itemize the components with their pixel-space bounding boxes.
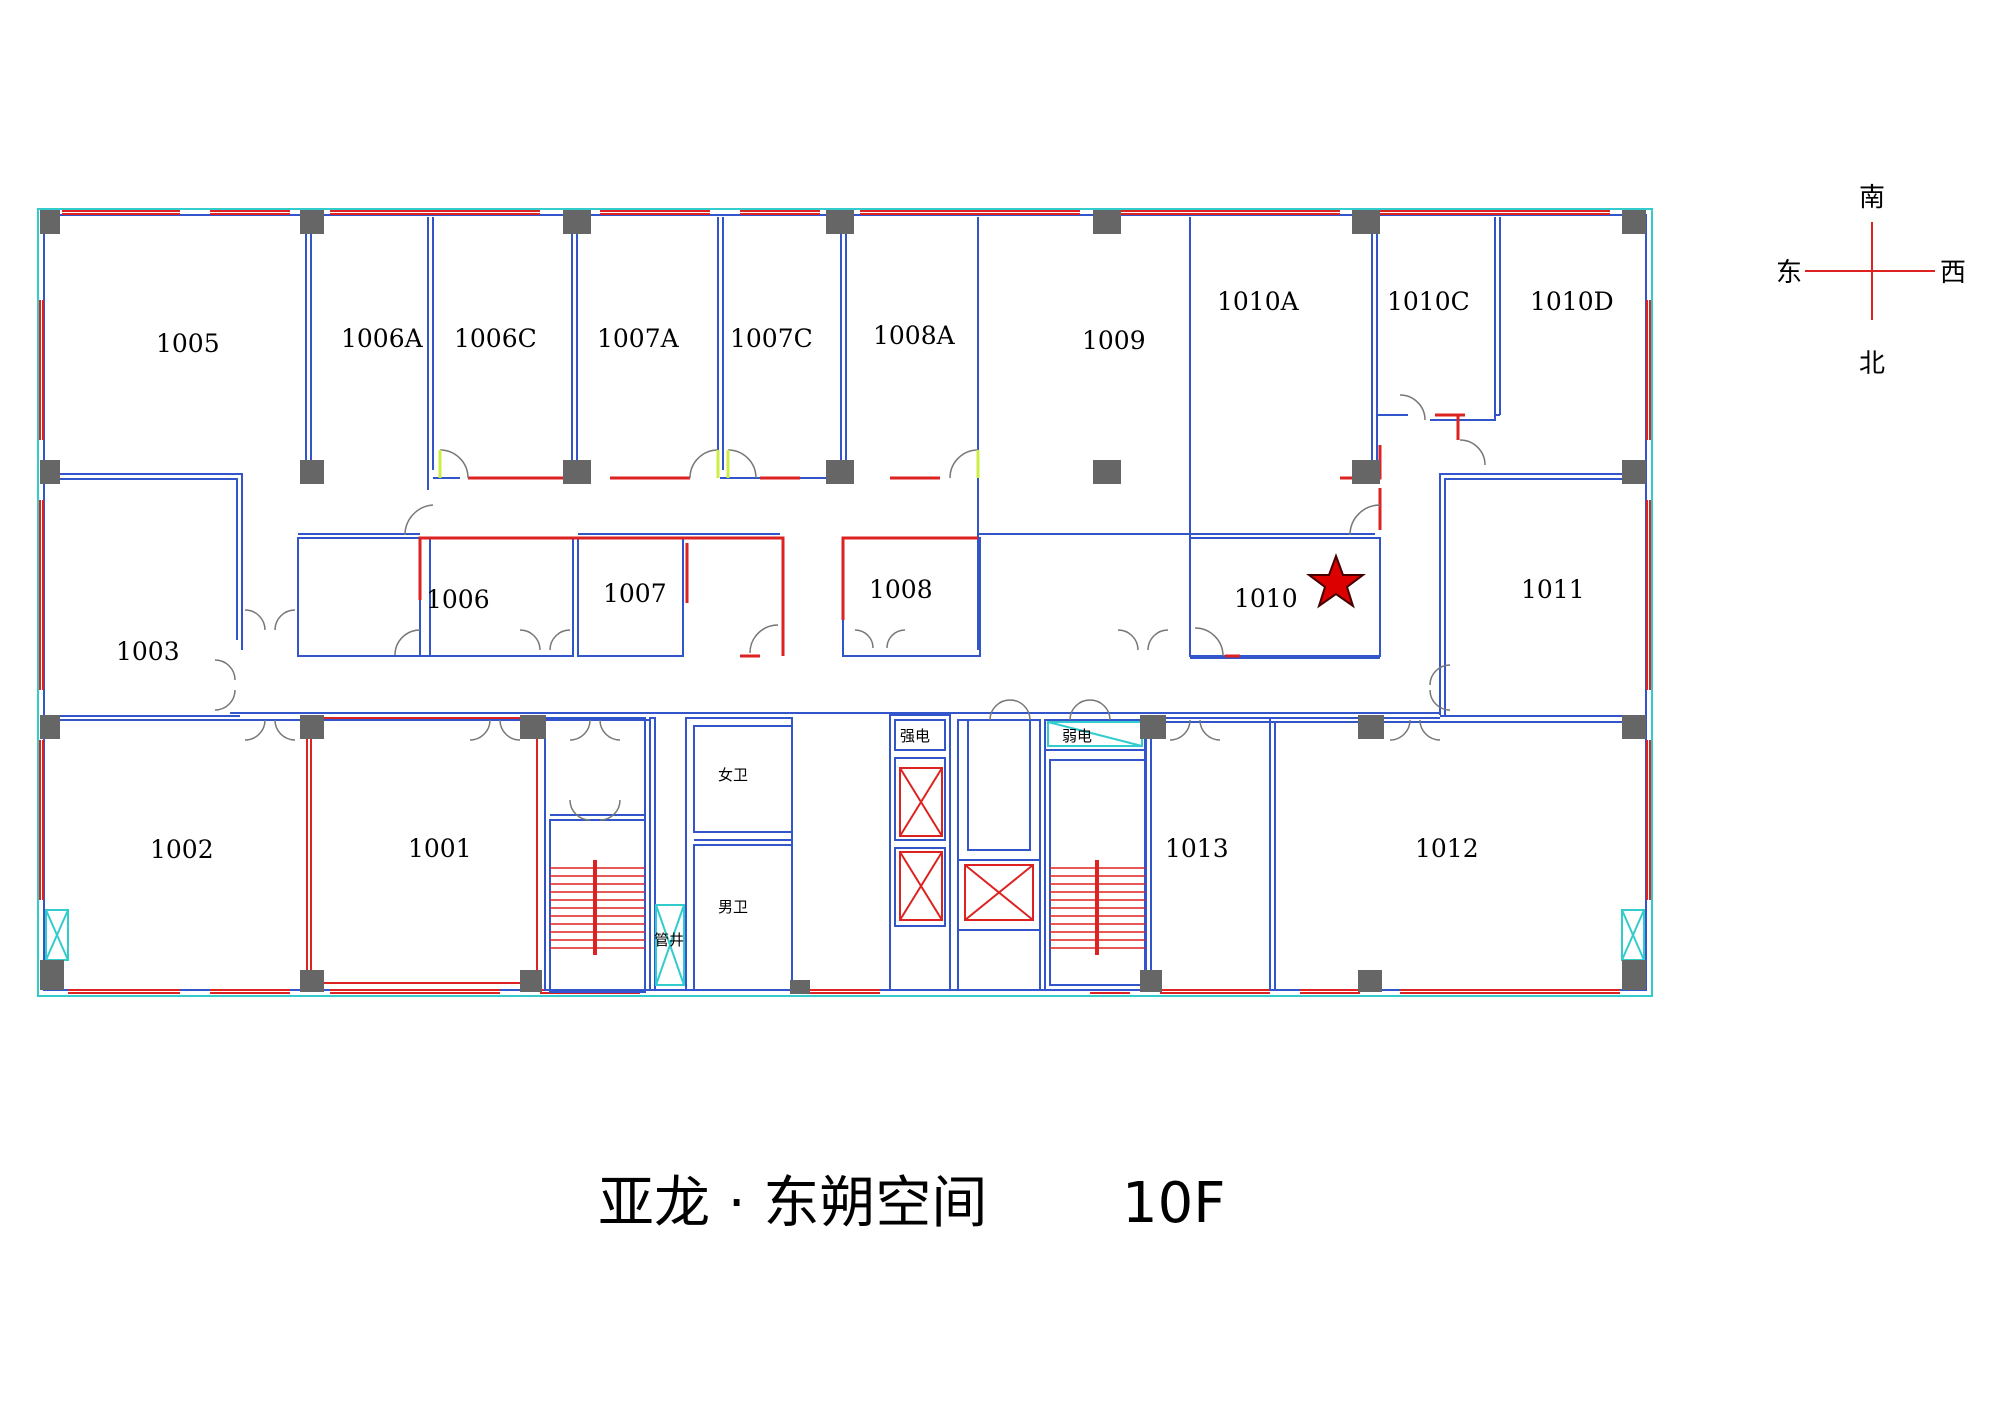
strong-power-label: 强电 <box>900 727 930 745</box>
room-1007-label: 1007 <box>603 579 667 608</box>
floor-label: 10F <box>1122 1171 1225 1236</box>
compass-south-label: 南 <box>1859 183 1885 213</box>
room-1006-label: 1006 <box>426 585 490 614</box>
red-partitions <box>306 413 1465 984</box>
room-1010-label: 1010 <box>1234 584 1298 613</box>
side-shafts <box>45 721 1645 986</box>
room-1001-label: 1001 <box>408 834 472 863</box>
room-walls <box>44 217 1646 993</box>
building-title: 亚龙 · 东朔空间 <box>598 1171 987 1236</box>
room-1006A-label: 1006A <box>341 324 424 353</box>
room-1012-label: 1012 <box>1415 834 1479 863</box>
room-1010D-label: 1010D <box>1530 287 1614 316</box>
room-1009-label: 1009 <box>1082 326 1146 355</box>
shaft-label: 管井 <box>654 931 684 949</box>
room-1003-label: 1003 <box>116 637 180 666</box>
male-wc-label: 男卫 <box>718 898 748 916</box>
room-1008A-label: 1008A <box>873 321 956 350</box>
compass-west-label: 西 <box>1940 258 1966 288</box>
room-1013-label: 1013 <box>1165 834 1229 863</box>
stairs <box>550 860 1145 955</box>
room-1008-label: 1008 <box>869 575 933 604</box>
weak-power-label: 弱电 <box>1062 727 1092 745</box>
room-1007A-label: 1007A <box>597 324 680 353</box>
utility-labels: 强电 弱电 女卫 男卫 管井 <box>654 727 1092 949</box>
doors <box>214 394 1486 821</box>
room-1010A-label: 1010A <box>1217 287 1300 316</box>
room-labels: 1005 1006A 1006C 1007A 1007C 1008A 1009 … <box>116 287 1614 864</box>
room-1002-label: 1002 <box>150 835 214 864</box>
pillars <box>40 210 1646 994</box>
room-1007C-label: 1007C <box>730 324 813 353</box>
elevators <box>899 767 1034 921</box>
compass: 南 北 东 西 <box>1776 183 1966 379</box>
room-1006C-label: 1006C <box>454 324 537 353</box>
location-star-icon <box>1306 553 1366 609</box>
compass-east-label: 东 <box>1776 258 1802 288</box>
room-1011-label: 1011 <box>1521 575 1585 604</box>
female-wc-label: 女卫 <box>718 766 748 784</box>
compass-north-label: 北 <box>1859 349 1885 379</box>
room-1005-label: 1005 <box>156 329 220 358</box>
room-1010C-label: 1010C <box>1387 287 1470 316</box>
